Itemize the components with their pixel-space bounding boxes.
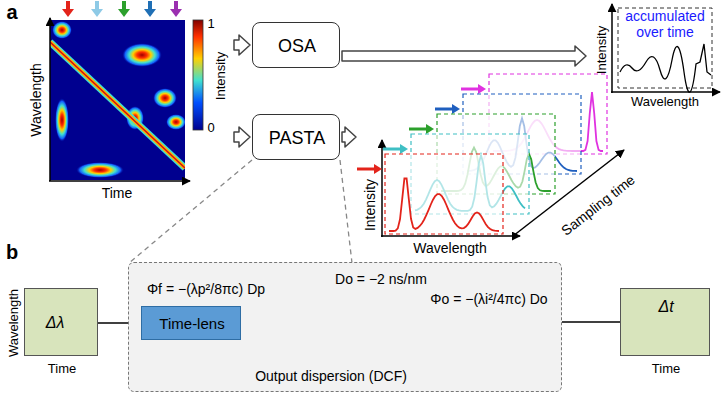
formula: Φo = −(λi²/4πc) Do bbox=[430, 291, 547, 307]
spectrum-curve bbox=[389, 179, 499, 232]
sample-arrow-head bbox=[400, 144, 408, 154]
panel-label: b bbox=[6, 241, 18, 264]
box-label: OSA bbox=[278, 36, 316, 57]
dispersion-value: Do = −2 ns/nm bbox=[335, 271, 427, 287]
sample-arrow-head bbox=[452, 104, 460, 114]
axis-label: Time bbox=[102, 185, 133, 201]
colorbar-tick: 0 bbox=[207, 121, 214, 136]
flow-arrow bbox=[234, 35, 250, 55]
axis-label: Wavelength bbox=[28, 63, 44, 136]
sample-arrow bbox=[435, 108, 453, 111]
sample-arrow-head bbox=[426, 124, 434, 134]
spectrum-plot: accumulated over timeIntensityWavelength bbox=[588, 2, 723, 110]
box-label: PASTA bbox=[269, 128, 325, 149]
sample-arrow-head bbox=[478, 84, 486, 94]
sample-arrow bbox=[357, 168, 375, 171]
axis-label: Wavelength bbox=[631, 95, 699, 110]
process-box: PASTA bbox=[252, 114, 340, 160]
3d-plot: IntensityWavelength Sampling time bbox=[358, 70, 648, 255]
heatmap-panel: WavelengthTime bbox=[22, 18, 232, 204]
axis-label: Sampling time bbox=[558, 171, 638, 238]
axis-label: Intensity bbox=[595, 26, 610, 74]
colorbar-tick: 1 bbox=[207, 17, 214, 32]
component-label: Output dispersion (DCF) bbox=[255, 368, 407, 384]
box-label: Time-lens bbox=[159, 315, 224, 332]
time-lens-box: Time-lens bbox=[141, 306, 241, 340]
sample-arrow-head bbox=[374, 164, 382, 174]
axis-label: Wavelength bbox=[7, 289, 22, 357]
axis-label: Wavelength bbox=[413, 240, 486, 256]
axis-label: Time bbox=[652, 362, 680, 377]
heatmap bbox=[49, 1, 203, 181]
process-box: OSA bbox=[252, 22, 340, 68]
sample-arrow bbox=[383, 148, 401, 151]
sample-arrow bbox=[461, 88, 479, 91]
flow-arrow bbox=[342, 127, 356, 147]
formula: Φf = −(λp²/8πc) Dp bbox=[147, 281, 265, 297]
sampling-panel bbox=[385, 154, 503, 234]
delay-label: Δt bbox=[658, 298, 673, 316]
zoom-line bbox=[129, 160, 352, 263]
osa-spectrum-plot bbox=[611, 4, 720, 93]
axis-label: Intensity bbox=[362, 179, 378, 231]
colorbar-label: Intensity bbox=[214, 52, 229, 100]
pasta-system-box: Φf = −(λp²/8πc) Dp Do = −2 ns/nmΦo = −(λi… bbox=[128, 262, 562, 392]
plot-note: accumulated over time bbox=[620, 8, 710, 40]
sample-arrow bbox=[409, 128, 427, 131]
axis-label: Time bbox=[48, 362, 76, 377]
panel-label: a bbox=[6, 1, 17, 24]
flow-arrow bbox=[342, 46, 586, 66]
input-spectrum-box: WavelengthTimeΔλ bbox=[24, 288, 98, 356]
bandwidth-label: Δλ bbox=[46, 314, 65, 332]
flow-arrow bbox=[234, 127, 250, 147]
output-pulse-box: TimeΔt bbox=[620, 288, 710, 356]
